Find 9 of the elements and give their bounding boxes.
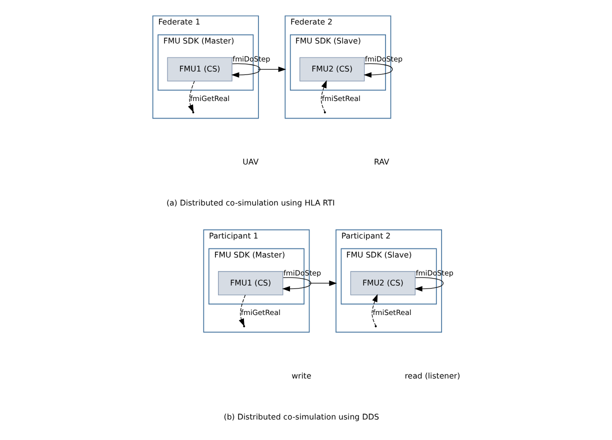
arrow — [258, 66, 286, 72]
arrow — [187, 80, 194, 113]
arrow — [282, 277, 311, 292]
arrow — [308, 280, 336, 286]
arrow — [371, 294, 378, 326]
arrow — [414, 277, 444, 292]
arrow — [230, 63, 260, 78]
arrow — [320, 80, 326, 112]
arrow — [363, 63, 392, 78]
